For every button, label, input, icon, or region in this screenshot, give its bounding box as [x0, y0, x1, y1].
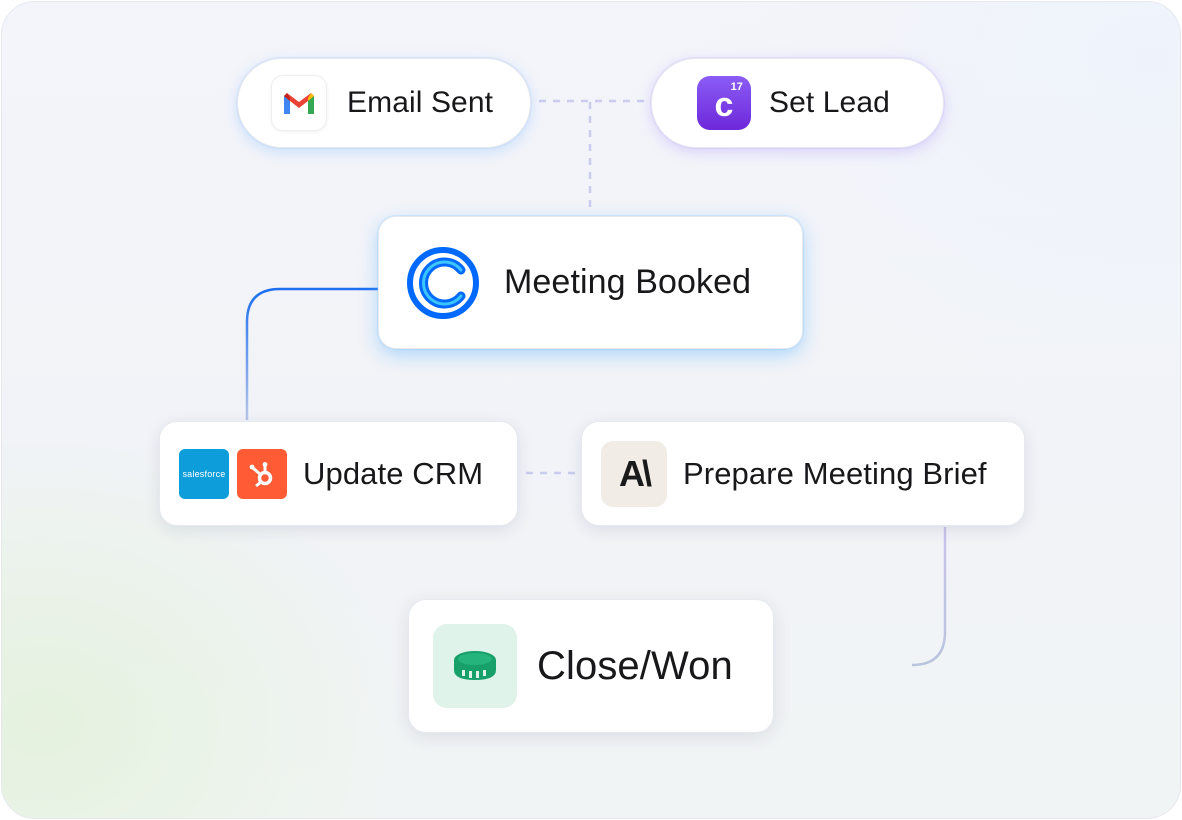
email-sent-node[interactable]: Email Sent: [237, 58, 531, 148]
update-crm-node[interactable]: salesforce Update CRM: [159, 421, 518, 526]
connector-meeting-to-crm: [245, 287, 378, 420]
meeting-booked-label: Meeting Booked: [504, 263, 752, 301]
connector-brief-to-close-vertical: [911, 527, 947, 667]
update-crm-label: Update CRM: [303, 455, 484, 491]
close-won-label: Close/Won: [537, 643, 733, 688]
salesforce-logo-text: salesforce: [182, 468, 226, 479]
hubspot-icon: [237, 448, 287, 499]
calendar-icon: 17 c: [697, 76, 751, 130]
prepare-meeting-brief-label: Prepare Meeting Brief: [683, 455, 987, 491]
meeting-booked-node[interactable]: Meeting Booked: [378, 216, 803, 349]
calendly-icon: [406, 246, 480, 320]
prepare-meeting-brief-node[interactable]: A\ Prepare Meeting Brief: [581, 421, 1025, 526]
salesforce-icon: salesforce: [179, 448, 229, 499]
set-lead-node[interactable]: 17 c Set Lead: [651, 58, 944, 148]
anthropic-icon: A\: [601, 440, 667, 507]
gmail-icon: [271, 75, 327, 131]
calendar-letter: c: [714, 85, 734, 124]
coin-icon: [433, 624, 517, 708]
set-lead-label: Set Lead: [769, 86, 890, 119]
email-sent-label: Email Sent: [347, 86, 494, 119]
calendar-badge: 17: [730, 81, 743, 93]
anthropic-glyph: A\: [619, 452, 652, 494]
close-won-node[interactable]: Close/Won: [408, 599, 774, 733]
